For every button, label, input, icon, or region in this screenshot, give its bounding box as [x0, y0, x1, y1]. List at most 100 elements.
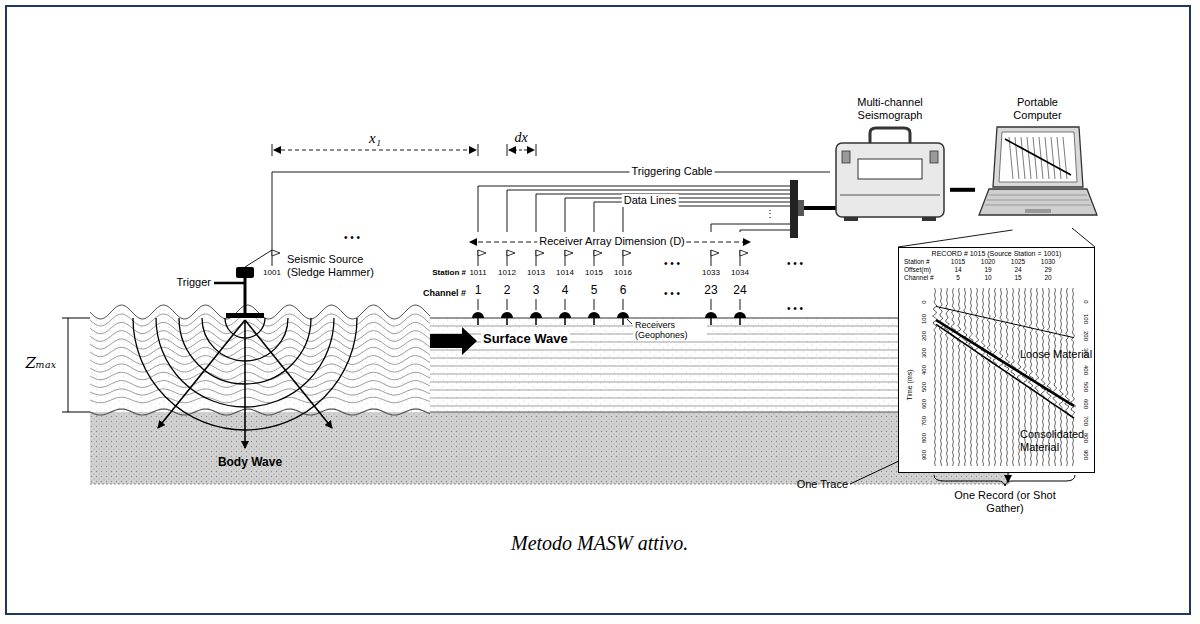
drawing-stroke: [740, 299, 741, 310]
diagram-label: 1: [475, 284, 482, 298]
drawing-stroke: [535, 318, 537, 325]
drawing-stroke: [564, 318, 566, 325]
diagram-label: 5: [591, 284, 598, 298]
geophone: [588, 312, 600, 318]
diagram-label: 300: [921, 348, 928, 358]
drawing-stroke: [1057, 137, 1061, 179]
drawing-stroke: [1021, 137, 1025, 179]
diagram-label: Receiver Array Dimension (D): [537, 235, 686, 248]
seismograph-case: [836, 143, 944, 217]
diagram-label: • • •: [664, 258, 680, 270]
drawing-stroke: [798, 200, 804, 216]
diagram-label: 900: [921, 450, 928, 460]
body-wave-ray: [244, 320, 246, 448]
diagram-label: • • •: [344, 232, 360, 244]
diagram-label: 6: [620, 284, 627, 298]
diagram-label: 1016: [614, 268, 632, 277]
diagram-label: Data Lines: [622, 194, 679, 207]
layer-line: [90, 364, 430, 372]
drawing-stroke: [1005, 139, 1071, 175]
drawing-stroke: [930, 151, 938, 163]
geophone: [705, 312, 717, 318]
drawing-stroke: [594, 299, 595, 310]
drawing-stroke: [858, 159, 922, 179]
drawing-stroke: [622, 318, 624, 325]
diagram-label: 200: [1083, 331, 1090, 341]
figure-caption: Metodo MASW attivo.: [511, 532, 688, 555]
diagram-label: 1001: [263, 268, 281, 277]
layer-boundary: [90, 409, 430, 415]
diagram-label: x₁: [369, 130, 381, 147]
device-drawing: [830, 125, 950, 230]
drawing-stroke: [565, 250, 573, 256]
diagram-label: Surface Wave: [481, 332, 570, 347]
drawing-stroke: [478, 299, 479, 310]
diagram-label: 29: [1044, 266, 1051, 273]
drawing-stroke: [623, 299, 624, 310]
seismic-trace: [987, 288, 991, 466]
drawing-stroke: [90, 305, 430, 319]
drawing-stroke: [627, 319, 632, 324]
seismic-trace: [944, 288, 949, 466]
drawing-stroke: [272, 250, 280, 256]
diagram-label: One Record (or Shot Gather): [950, 489, 1060, 514]
geophone: [472, 312, 484, 318]
data-line: [623, 206, 790, 232]
diagram-label: 24: [733, 284, 746, 298]
diagram-label: 5: [956, 274, 960, 281]
data-line: [536, 194, 790, 232]
surface-wave-arrow: [430, 327, 477, 355]
diagram-label: Consolidated Material: [1020, 428, 1105, 453]
drawing-stroke: [507, 144, 508, 156]
seismic-trace: [998, 288, 1003, 466]
seismic-trace: [975, 288, 980, 466]
diagram-label: One Trace: [797, 478, 848, 491]
diagram-label: Zₘₐₓ: [25, 355, 56, 372]
diagram-label: Triggering Cable: [630, 165, 715, 178]
laptop-keyboard: [979, 189, 1097, 215]
diagram-label: 200: [921, 331, 928, 341]
drawing-stroke: [999, 132, 1077, 182]
diagram-label: 1020: [981, 258, 995, 265]
drawing-stroke: [536, 144, 537, 156]
drawing-stroke: [478, 144, 479, 156]
diagram-label: Station #: [432, 268, 466, 277]
diagram-label: dx: [514, 130, 527, 146]
diagram-label: Receivers (Geophones): [633, 320, 707, 341]
diagram-label: Trigger: [177, 276, 211, 289]
seismic-trace: [951, 288, 956, 466]
node-title: Multi-channel Seismograph: [830, 96, 950, 121]
diagram-label: 0: [921, 300, 928, 303]
diagram-label: 24: [1014, 266, 1021, 273]
diagram-label: Body Wave: [218, 456, 282, 470]
seismic-trace: [1004, 288, 1009, 466]
diagram-label: Offset(m): [904, 266, 931, 273]
node-title: Portable Computer: [1002, 96, 1074, 121]
drawing-stroke: [507, 250, 515, 256]
drawing-stroke: [506, 318, 508, 325]
drawing-stroke: [507, 299, 508, 310]
drawing-stroke: [740, 250, 748, 256]
zoom-line: [1072, 228, 1095, 247]
diagram-label: 1030: [1041, 258, 1055, 265]
data-line: [740, 230, 790, 232]
drawing-stroke: [739, 318, 741, 325]
drawing-stroke: [1027, 137, 1031, 179]
geophone: [501, 312, 513, 318]
drawing-stroke: [710, 318, 712, 325]
record-brace: [934, 475, 1075, 486]
diagram-label: 3: [533, 284, 540, 298]
diagram-label: 0: [1083, 300, 1090, 303]
diagram-label: 1013: [527, 268, 545, 277]
layer-line: [90, 389, 430, 395]
drawing-stroke: [987, 200, 1089, 201]
drawing-stroke: [989, 195, 1087, 196]
drawing-stroke: [62, 318, 90, 319]
drawing-stroke: [870, 128, 910, 143]
diagram-label: 400: [921, 365, 928, 375]
drawing-stroke: [62, 412, 90, 413]
diagram-label: 2: [504, 284, 511, 298]
diagram-label: 15: [1014, 274, 1021, 281]
trigger-switch: [214, 282, 244, 285]
layer-line: [90, 397, 430, 402]
